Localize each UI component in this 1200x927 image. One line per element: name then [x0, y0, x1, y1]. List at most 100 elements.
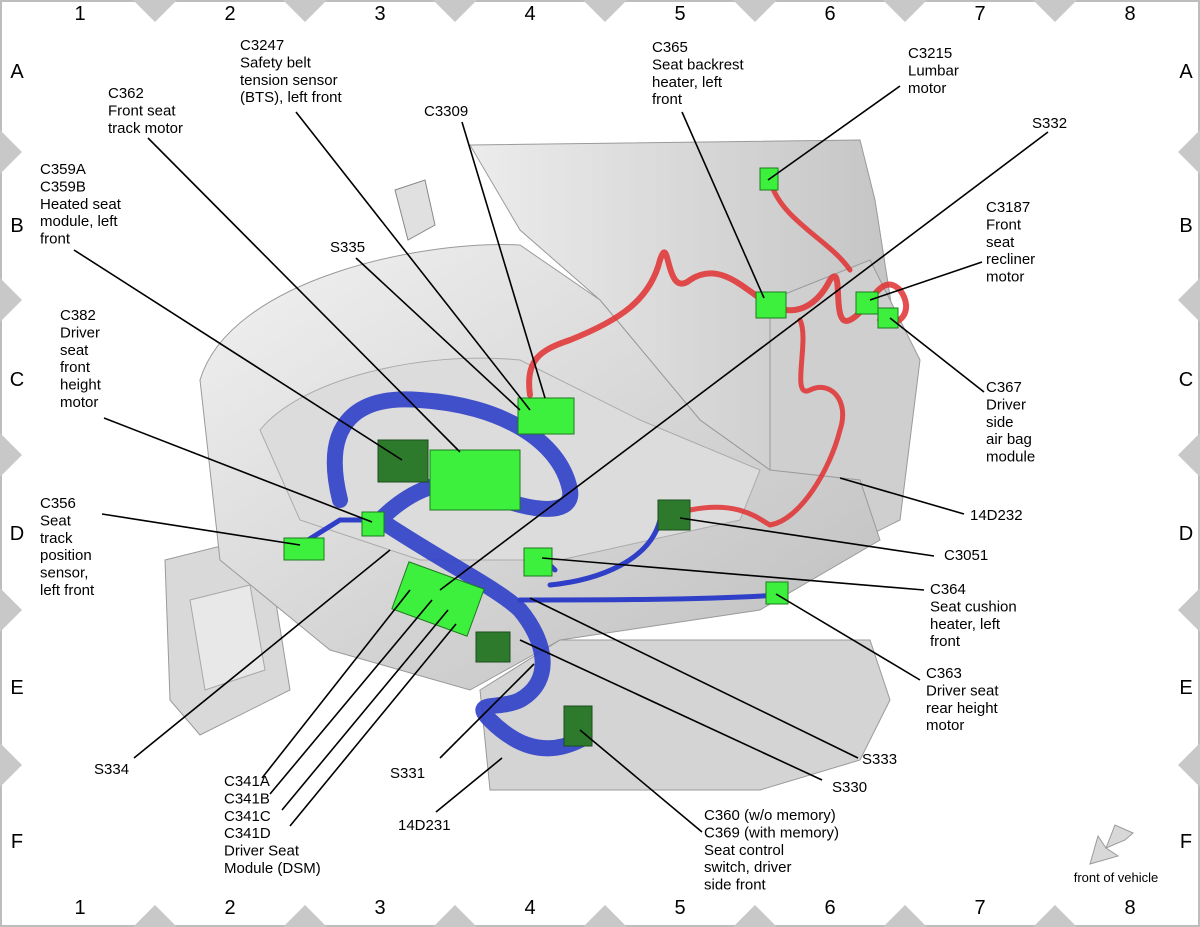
- label-c356-line: C356: [40, 495, 76, 512]
- label-c341-line: C341A: [224, 773, 270, 790]
- grid-row-D-right: D: [1179, 523, 1193, 545]
- label-c363-line: motor: [926, 717, 964, 734]
- border-diamond: [0, 743, 22, 787]
- label-c382-line: Driver: [60, 324, 100, 341]
- border-diamond: [583, 905, 627, 927]
- label-c3247-line: C3247: [240, 37, 284, 54]
- label-c3215-line: motor: [908, 80, 946, 97]
- grid-column-6-top: 6: [824, 3, 835, 25]
- label-w14d232: 14D232: [970, 507, 1023, 524]
- label-s334-line: S334: [94, 761, 129, 778]
- grid-row-B-right: B: [1179, 215, 1192, 237]
- label-s331-line: S331: [390, 765, 425, 782]
- border-diamond: [1178, 433, 1200, 477]
- border-diamond: [883, 0, 927, 22]
- grid-column-5-top: 5: [674, 3, 685, 25]
- label-c356-line: track: [40, 530, 73, 547]
- label-c363-line: C363: [926, 665, 962, 682]
- label-c365-line: C365: [652, 39, 688, 56]
- harness-blue: [297, 391, 783, 757]
- label-c356-line: position: [40, 547, 92, 564]
- label-c360-line: side front: [704, 877, 767, 894]
- grid-column-8-top: 8: [1124, 3, 1135, 25]
- label-c3187-line: seat: [986, 234, 1015, 251]
- border-diamond: [883, 905, 927, 927]
- border-diamond: [433, 905, 477, 927]
- grid-column-7-top: 7: [974, 3, 985, 25]
- grid-row-C-left: C: [10, 369, 24, 391]
- label-c3187-line: motor: [986, 269, 1024, 286]
- label-c382-line: seat: [60, 342, 89, 359]
- label-c360-line: switch, driver: [704, 859, 792, 876]
- grid-column-4-top: 4: [524, 3, 535, 25]
- grid-row-F-right: F: [1180, 831, 1192, 853]
- label-c364-line: Seat cushion: [930, 598, 1017, 615]
- connector-bts: [429, 449, 521, 511]
- border-diamond: [1178, 588, 1200, 632]
- label-c359-line: C359B: [40, 178, 86, 195]
- label-c364-line: front: [930, 633, 961, 650]
- label-c359-line: C359A: [40, 161, 86, 178]
- border-diamond: [0, 130, 22, 174]
- label-c341-line: Driver Seat: [224, 843, 300, 860]
- connector-c359: [377, 439, 429, 483]
- grid-column-2-bottom: 2: [224, 897, 235, 919]
- seat-illustration: [164, 139, 921, 791]
- border-diamond: [1033, 905, 1077, 927]
- label-c3247-line: Safety belt: [240, 54, 312, 71]
- connector-c382: [361, 511, 385, 537]
- label-c360: C360 (w/o memory)C369 (with memory)Seat …: [704, 807, 839, 894]
- label-w14d232-line: 14D232: [970, 507, 1023, 524]
- label-c365-line: heater, left: [652, 74, 723, 91]
- border-diamond: [733, 905, 777, 927]
- label-c367-line: air bag: [986, 431, 1032, 448]
- label-c382-line: motor: [60, 394, 98, 411]
- border-diamond: [283, 905, 327, 927]
- label-c367-line: side: [986, 414, 1014, 431]
- label-w14d231-line: 14D231: [398, 817, 451, 834]
- label-c3215-line: Lumbar: [908, 62, 959, 79]
- connectors: [283, 167, 899, 747]
- label-c3051: C3051: [944, 547, 988, 564]
- label-s330-line: S330: [832, 779, 867, 796]
- label-c3187-line: C3187: [986, 199, 1030, 216]
- grid-row-F-left: F: [11, 831, 23, 853]
- label-c3051-line: C3051: [944, 547, 988, 564]
- grid-column-4-bottom: 4: [524, 897, 535, 919]
- border-diamond: [133, 905, 177, 927]
- label-c362-line: track motor: [108, 120, 183, 137]
- label-s335-line: S335: [330, 239, 365, 256]
- label-c363-line: rear height: [926, 700, 999, 717]
- label-s332: S332: [1032, 115, 1067, 132]
- front-of-vehicle-indicator: front of vehicle: [1074, 824, 1159, 885]
- label-c365-line: Seat backrest: [652, 56, 745, 73]
- label-c362-line: Front seat: [108, 102, 176, 119]
- label-c356-line: sensor,: [40, 565, 88, 582]
- label-c3215-line: C3215: [908, 45, 952, 62]
- label-s330: S330: [832, 779, 867, 796]
- label-c3187-line: recliner: [986, 251, 1035, 268]
- label-c360-line: C360 (w/o memory): [704, 807, 836, 824]
- label-w14d231: 14D231: [398, 817, 451, 834]
- connector-c365: [755, 291, 787, 319]
- label-s334: S334: [94, 761, 129, 778]
- front-of-vehicle-arrow-icon: [1089, 824, 1134, 865]
- label-c364-line: heater, left: [930, 616, 1001, 633]
- border-diamond: [283, 0, 327, 22]
- label-s333-line: S333: [862, 751, 897, 768]
- label-c3247-line: tension sensor: [240, 72, 338, 89]
- label-c382-line: height: [60, 377, 102, 394]
- label-c362-line: C362: [108, 85, 144, 102]
- label-c341-line: C341D: [224, 825, 271, 842]
- label-c360-line: Seat control: [704, 842, 784, 859]
- label-s333: S333: [862, 751, 897, 768]
- border-diamond: [1178, 278, 1200, 322]
- front-of-vehicle-label: front of vehicle: [1074, 870, 1159, 885]
- connector-c360: [563, 705, 593, 747]
